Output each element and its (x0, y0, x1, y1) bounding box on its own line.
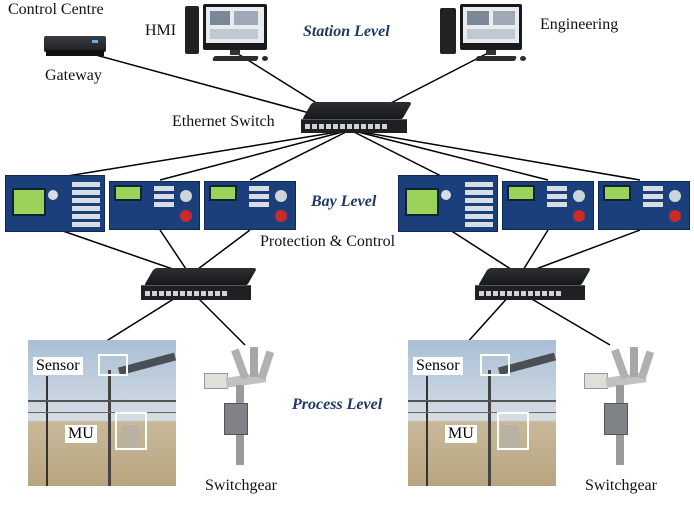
control-centre-label: Control Centre (8, 1, 104, 18)
process-photo-left: Sensor MU (28, 340, 176, 486)
ethernet-switch-bay-right (471, 268, 592, 304)
sensor-label-left: Sensor (33, 357, 83, 375)
mu-highlight-left (115, 412, 147, 450)
switchgear-label-right: Switchgear (585, 477, 657, 494)
engineering-label: Engineering (540, 16, 619, 33)
hmi-label: HMI (145, 22, 177, 39)
sensor-label-right: Sensor (413, 357, 463, 375)
process-level-label: Process Level (292, 396, 383, 413)
gateway-device (38, 30, 108, 58)
relay-panel-left-3 (204, 181, 296, 230)
station-level-label: Station Level (303, 23, 390, 40)
hmi-computer (185, 4, 270, 64)
ethernet-switch-label: Ethernet Switch (172, 113, 275, 130)
bay-level-label: Bay Level (311, 193, 377, 210)
mu-highlight-right (497, 412, 529, 450)
relay-panel-right-3 (598, 181, 690, 230)
relay-panel-right-1 (398, 175, 498, 232)
gateway-label: Gateway (45, 67, 102, 84)
sensor-highlight-right (480, 354, 510, 376)
ethernet-switch-bay-left (137, 268, 258, 304)
relay-panel-left-2 (109, 181, 200, 230)
process-photo-right: Sensor MU (408, 340, 556, 486)
mu-label-left: MU (65, 425, 97, 443)
switchgear-label-left: Switchgear (205, 477, 277, 494)
engineering-computer (440, 4, 530, 64)
mu-label-right: MU (445, 425, 477, 443)
protection-control-label: Protection & Control (260, 233, 396, 250)
relay-panel-right-2 (502, 181, 594, 230)
switchgear-left (200, 345, 288, 465)
ethernet-switch-main (297, 102, 413, 136)
relay-panel-left-1 (5, 175, 105, 232)
sensor-highlight-left (98, 354, 128, 376)
switchgear-right (580, 345, 668, 465)
